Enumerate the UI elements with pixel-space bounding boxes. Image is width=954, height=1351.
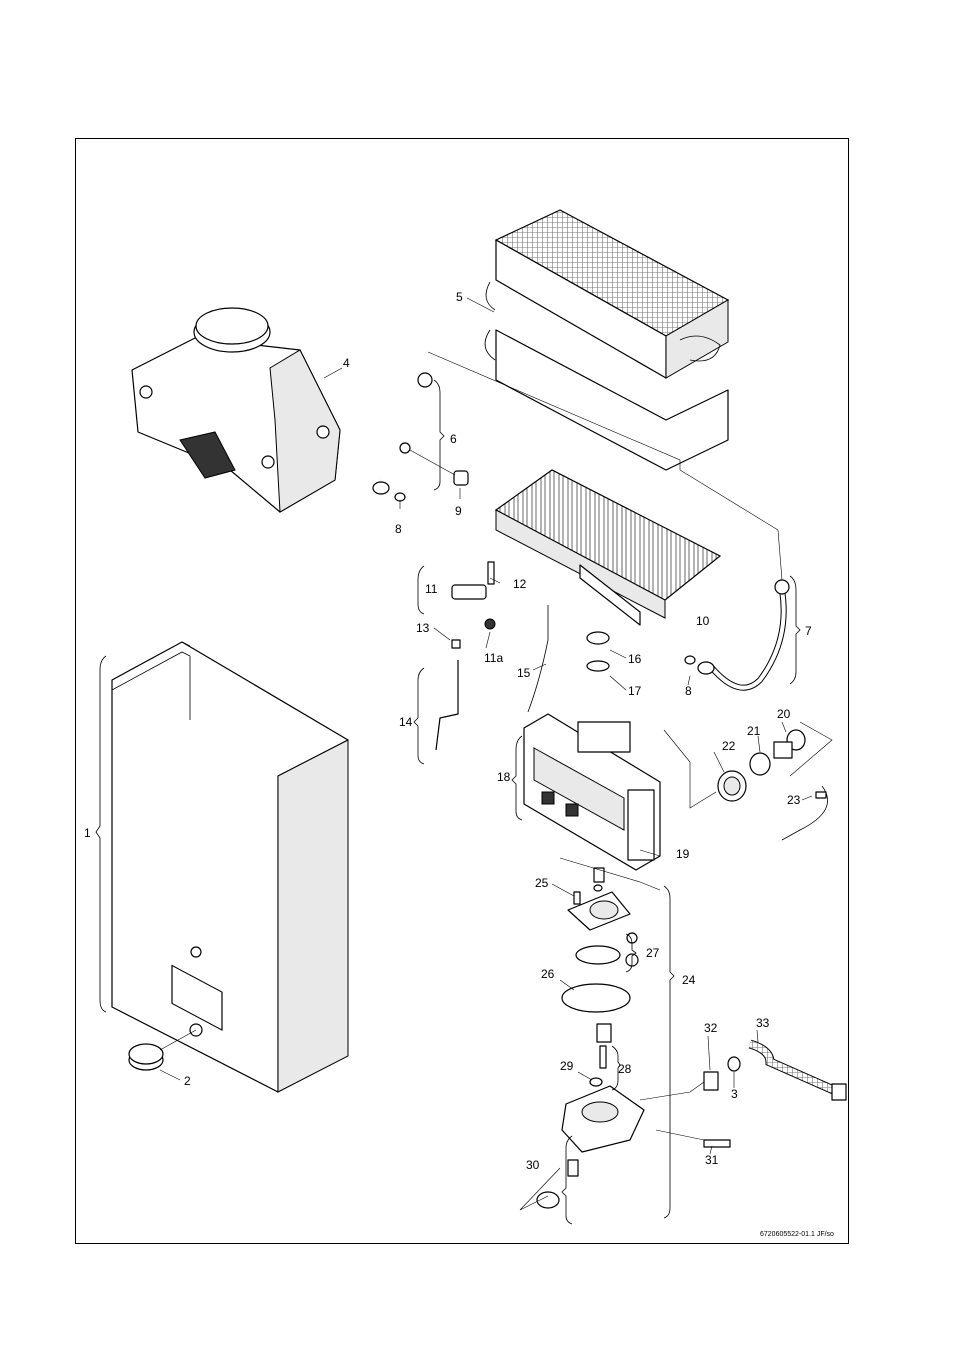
callout-4: 4 (343, 356, 350, 370)
right-water-pipe (684, 579, 790, 691)
diagram-frame (75, 138, 849, 1244)
callout-17: 17 (628, 684, 642, 698)
callout-11a: 11a (484, 651, 504, 665)
callout-9: 9 (455, 504, 462, 518)
left-water-pipe (372, 372, 469, 502)
control-knob (128, 1029, 197, 1071)
callout-8b: 8 (685, 684, 692, 698)
callout-28: 28 (618, 1062, 632, 1076)
group-brackets (95, 379, 801, 1225)
callout-30: 30 (526, 1158, 540, 1172)
callout-14: 14 (399, 715, 413, 729)
callout-32: 32 (704, 1021, 718, 1035)
callout-27: 27 (646, 946, 660, 960)
callout-6: 6 (450, 432, 457, 446)
callout-3: 3 (731, 1087, 738, 1101)
callout-24: 24 (682, 973, 696, 987)
callout-5: 5 (456, 290, 463, 304)
water-connection-parts (717, 729, 828, 841)
callout-7: 7 (805, 624, 812, 638)
callout-25: 25 (535, 876, 549, 890)
callout-16: 16 (628, 652, 642, 666)
callout-2: 2 (184, 1074, 191, 1088)
callout-18: 18 (497, 770, 511, 784)
ignition-parts (435, 561, 610, 751)
callout-11: 11 (425, 582, 438, 596)
callout-21: 21 (747, 724, 761, 738)
water-valve-assembly (536, 867, 731, 1209)
outer-casing (111, 641, 349, 1093)
callout-13: 13 (416, 621, 430, 635)
callout-26: 26 (541, 967, 555, 981)
callout-29: 29 (560, 1059, 574, 1073)
callout-22: 22 (722, 739, 736, 753)
burner-assembly (494, 469, 722, 626)
callout-33: 33 (756, 1016, 770, 1030)
callout-12: 12 (513, 577, 527, 591)
callout-10: 10 (696, 614, 710, 628)
drawing-reference-code: 6720605522-01.1 JF/so (760, 1231, 834, 1238)
callout-1: 1 (84, 826, 91, 840)
flue-hood (131, 307, 341, 513)
callout-31: 31 (705, 1153, 719, 1167)
callout-20: 20 (777, 707, 791, 721)
callout-19: 19 (676, 847, 690, 861)
callout-23: 23 (787, 793, 801, 807)
callout-15: 15 (517, 666, 531, 680)
leader-lines (159, 297, 833, 1211)
heat-exchanger (484, 209, 730, 471)
callout-8a: 8 (395, 522, 402, 536)
inlet-parts (703, 1039, 847, 1101)
gas-valve-assembly (523, 713, 661, 871)
